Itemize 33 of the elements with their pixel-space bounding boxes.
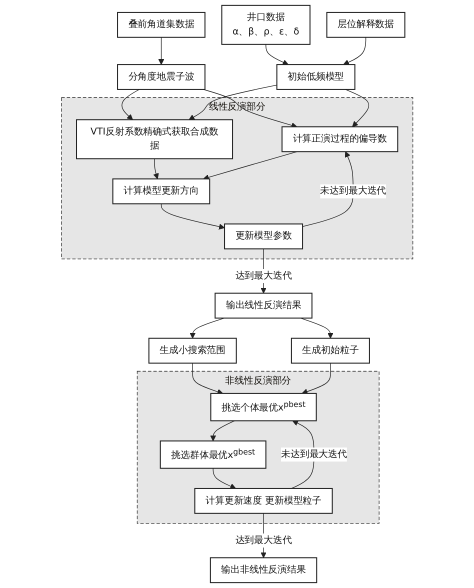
arrow [158, 36, 164, 65]
node-box: 层位解释数据 [326, 12, 406, 38]
arrow [188, 84, 278, 120]
node-box: 初始低频模型 [276, 64, 356, 90]
arrow [160, 203, 225, 230]
node-box: 井口数据 α、β、ρ、ε、δ [221, 4, 310, 45]
node-box: VTI反射系数精确式获取合成数据 [76, 119, 233, 160]
node-box: 输出线性反演结果 [214, 292, 312, 319]
node-box: 挑选个体最优x$^{pbest}$ [210, 392, 317, 422]
edge-label: 未达到最大迭代 [280, 448, 347, 460]
node-box: 叠前角道集数据 [116, 12, 206, 38]
node-box: 计算正演过程的偏导数 [281, 126, 398, 152]
node-box: 计算模型更新方向 [112, 178, 210, 204]
node-box: 分角度地震子波 [116, 64, 206, 90]
node-box: 输出非线性反演结果 [210, 557, 318, 584]
arrow [210, 420, 235, 442]
arrow [121, 89, 140, 120]
edge-label: 达到最大迭代 [235, 534, 292, 546]
arrow [302, 362, 331, 394]
node-box: 更新模型参数 [224, 223, 303, 250]
edge-label: 达到最大迭代 [235, 270, 292, 282]
arrow [265, 44, 288, 66]
node-box: 计算更新速度 更新模型粒子 [194, 488, 333, 514]
node-box: 生成初始粒子 [290, 338, 370, 364]
arrow [153, 158, 159, 180]
arrow [192, 362, 223, 395]
arrow [202, 89, 298, 128]
arrow [343, 36, 366, 66]
edge-label: 未达到最大迭代 [320, 186, 386, 196]
node-box: 生成小搜索范围 [148, 338, 237, 364]
node-box: 挑选群体最优x$^{gbest}$ [160, 440, 266, 469]
arrow [212, 468, 236, 489]
arrow [345, 89, 370, 128]
